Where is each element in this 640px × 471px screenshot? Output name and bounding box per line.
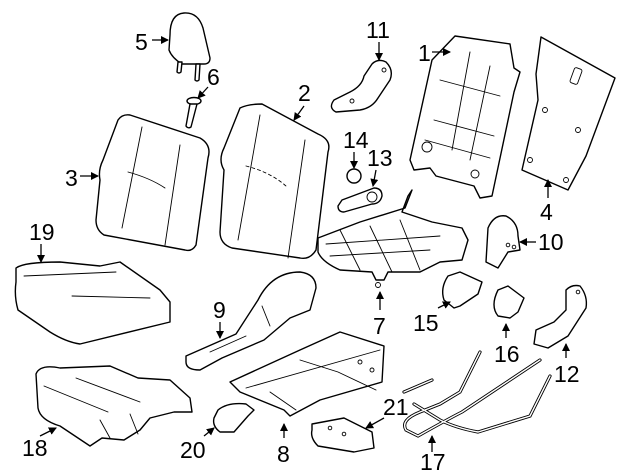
seat-back-cover[interactable] xyxy=(219,103,330,260)
side-shield[interactable] xyxy=(185,271,317,371)
bracket[interactable] xyxy=(310,417,375,453)
callout-19: 19 xyxy=(29,219,55,245)
seat-back-frame[interactable] xyxy=(409,35,521,199)
cushion-cover[interactable] xyxy=(14,261,171,345)
release-handle[interactable] xyxy=(337,187,383,213)
cover-15[interactable] xyxy=(441,271,483,309)
callout-13: 13 xyxy=(367,145,393,171)
headrest-guide[interactable] xyxy=(185,96,202,129)
callout-4: 4 xyxy=(540,199,553,225)
callout-17: 17 xyxy=(420,449,446,471)
callout-21: 21 xyxy=(383,394,409,420)
callout-14: 14 xyxy=(343,127,369,153)
callout-18: 18 xyxy=(22,435,48,461)
callout-12: 12 xyxy=(554,361,580,387)
callout-5: 5 xyxy=(135,29,148,55)
seat-track[interactable] xyxy=(229,331,385,417)
hinge-cover-upper[interactable] xyxy=(330,59,393,113)
leader-21 xyxy=(365,417,385,429)
seat-back-board[interactable] xyxy=(521,36,616,191)
track-cover[interactable] xyxy=(212,402,255,433)
cover-16[interactable] xyxy=(493,285,525,319)
leader-20 xyxy=(203,427,215,437)
callout-15: 15 xyxy=(413,310,439,336)
callout-3: 3 xyxy=(65,165,78,191)
callout-16: 16 xyxy=(494,341,520,367)
callout-1: 1 xyxy=(418,40,431,66)
leader-2 xyxy=(293,105,305,121)
callout-8: 8 xyxy=(277,441,290,467)
leader-6 xyxy=(197,86,209,99)
callout-6: 6 xyxy=(207,64,220,90)
callout-9: 9 xyxy=(213,297,226,323)
callout-7: 7 xyxy=(373,313,386,339)
cushion-frame[interactable] xyxy=(317,189,469,288)
clip[interactable] xyxy=(346,168,362,184)
hinge-cover-lower[interactable] xyxy=(485,215,521,269)
leader-15 xyxy=(437,301,451,309)
callout-11: 11 xyxy=(366,17,390,43)
callout-20: 20 xyxy=(180,437,206,463)
side-cover[interactable] xyxy=(533,284,588,349)
leader-13 xyxy=(370,169,379,187)
callout-2: 2 xyxy=(298,80,311,106)
cushion-pad[interactable] xyxy=(35,365,193,447)
callout-10: 10 xyxy=(538,229,564,255)
leader-18 xyxy=(39,427,57,437)
release-cable[interactable] xyxy=(402,350,552,438)
seat-back-pad[interactable] xyxy=(95,114,210,252)
headrest[interactable] xyxy=(168,12,211,82)
